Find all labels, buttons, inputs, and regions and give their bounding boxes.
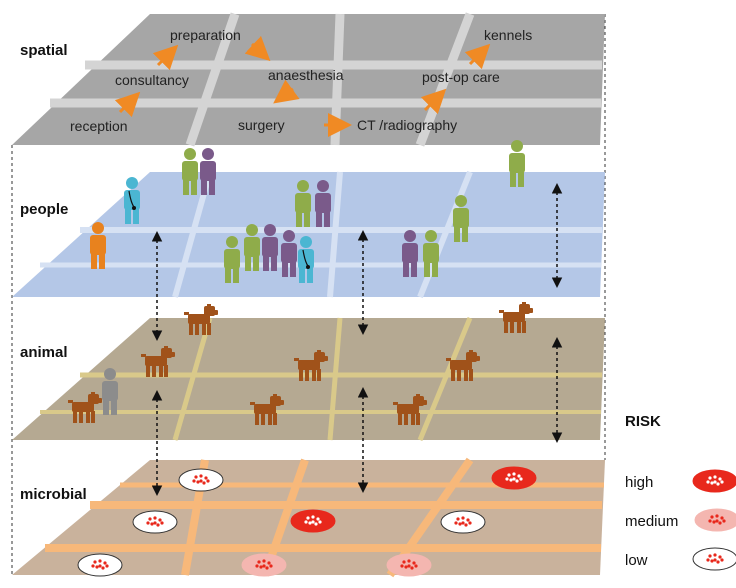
arrow-consultancy-to-preparation [152, 44, 179, 71]
arrow-ct-to-post-op [420, 88, 447, 115]
patient-flow-arrows [114, 35, 491, 137]
microbe-medium [386, 553, 432, 577]
room-surgery: surgery [238, 117, 285, 133]
person-green [453, 195, 469, 242]
room-anaesthesia: anaesthesia [268, 67, 344, 83]
dog-figures [68, 302, 533, 425]
person-green [182, 148, 198, 195]
dog-icon [393, 394, 427, 425]
microbe-high [491, 466, 537, 490]
risk-medium-label: medium [625, 513, 679, 530]
microbe-medium [241, 553, 287, 577]
person-orange [90, 222, 106, 269]
person-purple [262, 224, 278, 271]
room-consultancy: consultancy [115, 72, 189, 88]
microbe-low [77, 553, 123, 577]
arrow-anaesthesia-to-surgery [273, 79, 300, 104]
microbe-markers [77, 466, 537, 577]
vet-cyan [298, 236, 314, 283]
dog-icon [499, 302, 533, 333]
dog-icon [68, 392, 102, 423]
room-preparation: preparation [170, 27, 241, 43]
dog-icon [141, 346, 175, 377]
microbe-low [132, 510, 178, 534]
layer-label-microbial: microbial [20, 486, 87, 503]
risk-low-marker [692, 547, 736, 571]
room-kennels: kennels [484, 27, 532, 43]
dog-icon [250, 394, 284, 425]
microbe-high [290, 509, 336, 533]
risk-high-label: high [625, 474, 654, 491]
microbe-low [440, 510, 486, 534]
dog-icon [446, 350, 480, 381]
microbe-low [178, 468, 224, 492]
layer-links [151, 183, 563, 496]
arrow-preparation-to-anaesthesia [244, 35, 271, 62]
room-ct-radiography: CT /radiography [357, 117, 457, 133]
person-purple [402, 230, 418, 277]
risk-medium-marker [694, 508, 736, 532]
person-green [295, 180, 311, 227]
room-reception: reception [70, 118, 128, 134]
risk-legend-title: RISK [625, 413, 661, 430]
person-green [509, 140, 525, 187]
arrow-reception-to-consultancy [114, 91, 141, 118]
person-purple [281, 230, 297, 277]
person-green [423, 230, 439, 277]
dog-icon [294, 350, 328, 381]
risk-legend-markers [692, 469, 736, 571]
dog-icon [184, 304, 218, 335]
layer-label-spatial: spatial [20, 42, 68, 59]
risk-low-label: low [625, 552, 648, 569]
layer-label-people: people [20, 201, 69, 218]
person-green [244, 224, 260, 271]
people-figures [90, 140, 525, 415]
layer-label-animal: animal [20, 344, 68, 361]
risk-high-marker [692, 469, 736, 493]
person-grey [102, 368, 118, 415]
person-green [224, 236, 240, 283]
room-post-op-care: post-op care [422, 69, 500, 85]
vet-cyan [124, 177, 140, 224]
person-purple [315, 180, 331, 227]
person-purple [200, 148, 216, 195]
arrow-post-op-to-kennels [464, 43, 491, 70]
